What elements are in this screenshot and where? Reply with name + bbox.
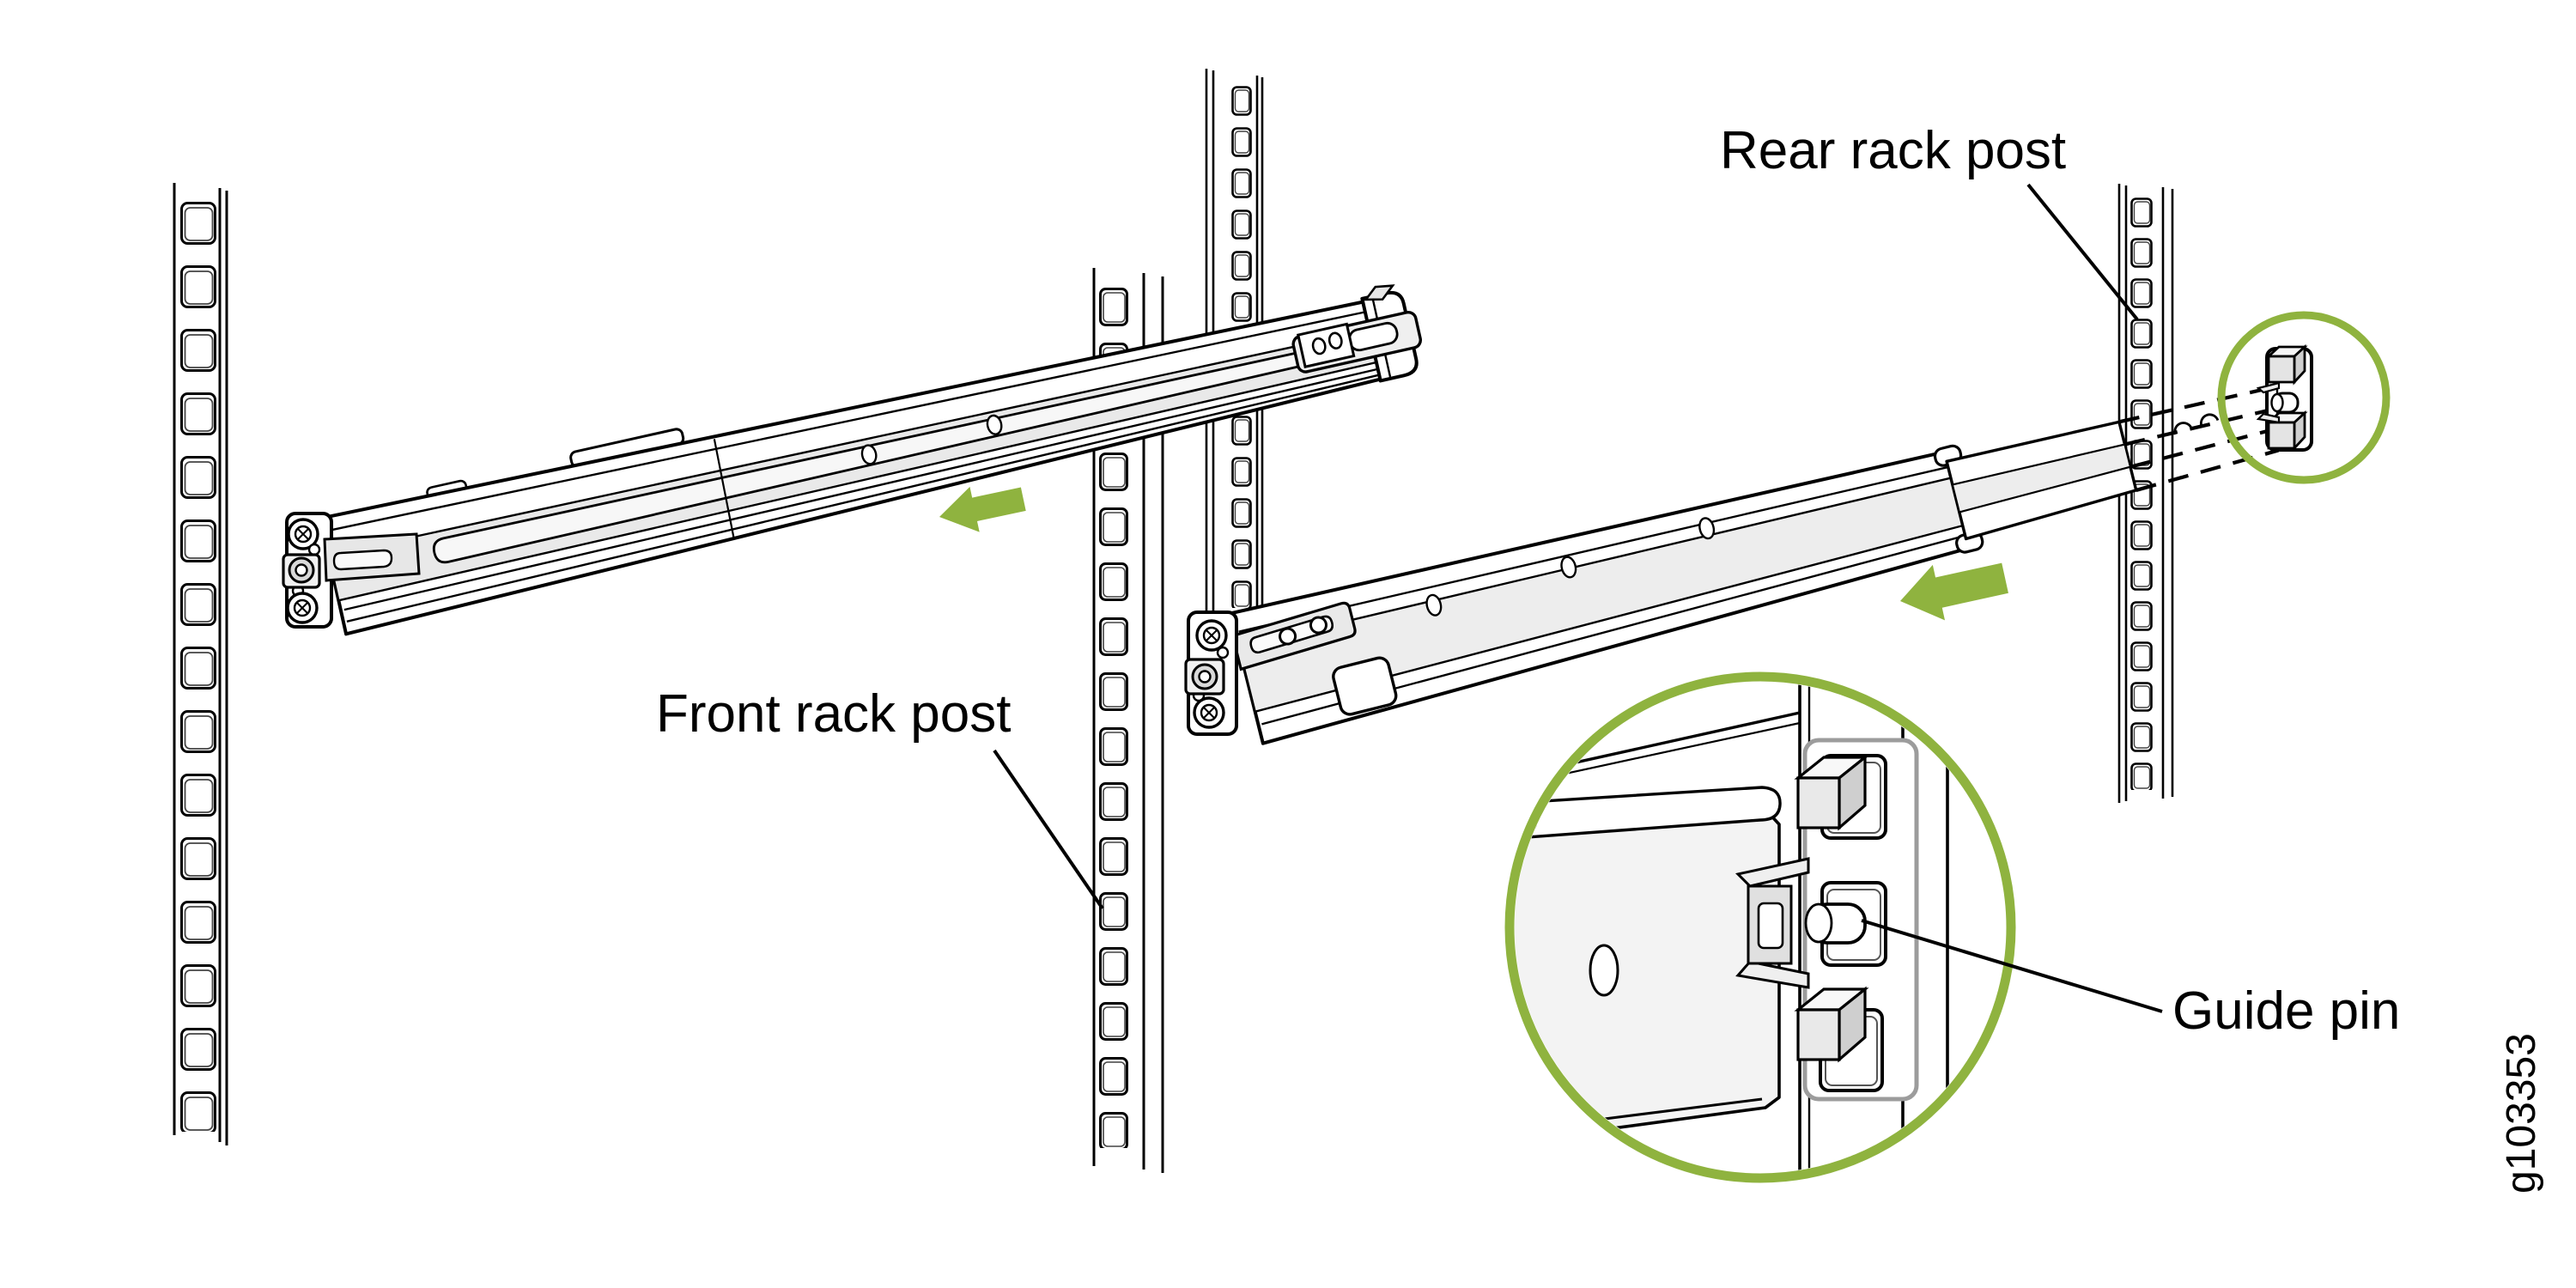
slide-direction-arrow-left-rail [939,486,1026,532]
front-left-rack-post [173,183,228,1145]
right-slide-rail [1229,387,2280,745]
guide-pin-leader-line [1861,919,2163,1013]
rear-bracket-highlight-ring [2217,311,2391,484]
rear-rack-post-label: Rear rack post [1720,121,2066,180]
right-rail-front-bracket [1184,611,1238,736]
left-rail-front-bracket [282,512,421,629]
figure-id-label: g103353 [2499,1033,2544,1194]
front-rack-post-label: Front rack post [656,684,1011,744]
detail-callout-ring [1504,671,2016,1183]
front-rack-post-leader-line [993,749,1104,910]
left-slide-rail [318,284,1423,636]
rear-rack-post-leader-line [2026,183,2139,321]
right-rail-rear-bracket [2256,343,2313,452]
guide-pin-label: Guide pin [2172,981,2400,1041]
slide-direction-arrow-right-rail [1900,562,2008,621]
guide-pin-detail-callout [1504,671,2016,1183]
